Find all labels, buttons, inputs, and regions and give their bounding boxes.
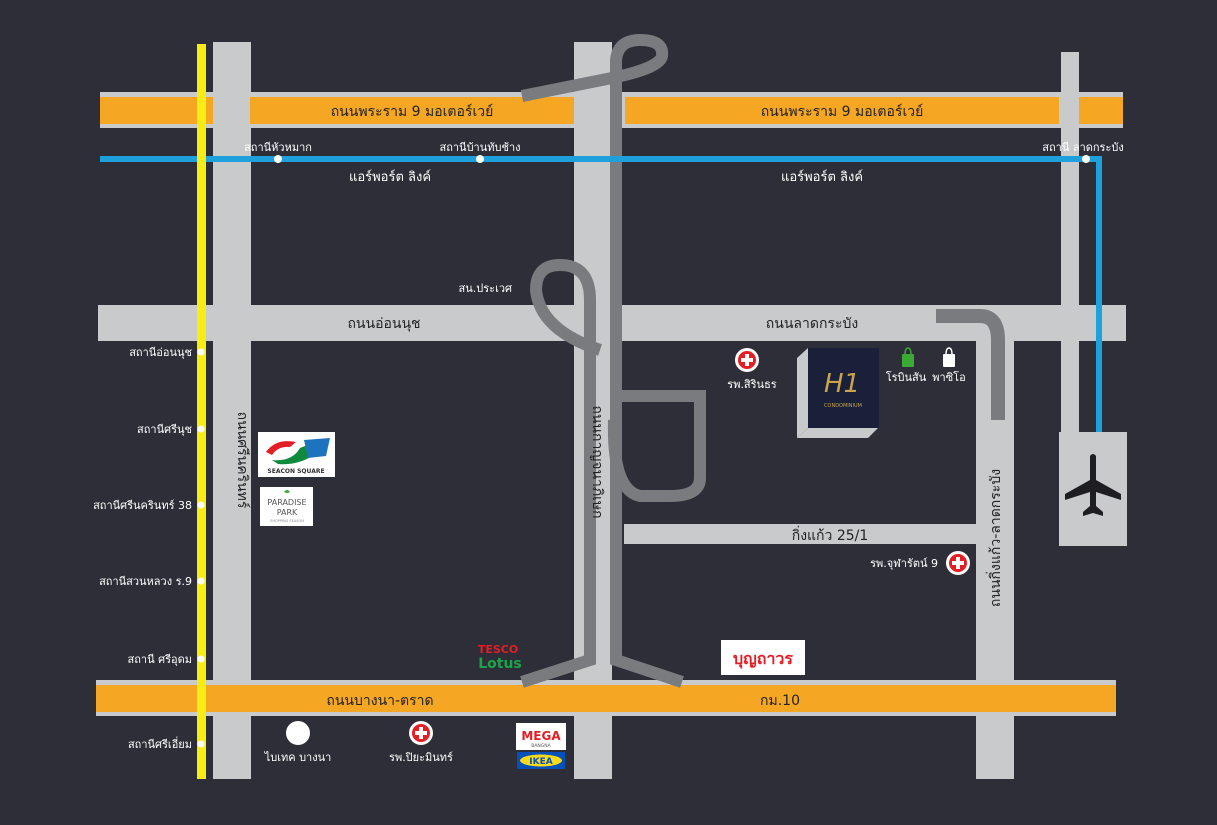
tesco-text: TESCO: [478, 643, 518, 656]
rama9-label-left: ถนนพระราม 9 มอเตอร์เวย์: [331, 103, 494, 120]
srinakarin-road-label: ถนนศรีนครินทร์: [234, 412, 251, 509]
airport-link-label-left: แอร์พอร์ต ลิงค์: [349, 169, 431, 185]
station-dot-icon: [197, 348, 205, 356]
chularat-hospital-label: รพ.จุฬารัตน์ 9: [870, 557, 938, 570]
rama9-label-right: ถนนพระราม 9 มอเตอร์เวย์: [761, 103, 924, 120]
station-lat-krabang-label: สถานี ลาดกระบัง: [1042, 141, 1123, 154]
station-si-iam-label: สถานีศรีเอี่ยม: [128, 736, 192, 751]
king-kaeo-road-label: ถนนกิ่งแก้ว-ลาดกระบัง: [986, 469, 1004, 607]
station-dot-icon: [197, 425, 205, 433]
bangna-trat-road-label: ถนนบางนา-ตราด: [326, 693, 433, 709]
bitec-icon: [286, 721, 310, 745]
paradise-text-1: PARADISE: [267, 498, 306, 507]
seacon-text: SEACON SQUARE: [267, 468, 324, 475]
station-srinakarin-38-label: สถานีศรีนครินทร์ 38: [93, 499, 192, 512]
ikea-text: IKEA: [529, 757, 552, 767]
paradise-text-2: PARK: [277, 508, 298, 517]
station-si-udom-label: สถานี ศรีอุดม: [128, 653, 192, 666]
station-hua-mak-label: สถานีหัวหมาก: [244, 141, 312, 154]
condo-building: H1 CONDOMINIUM: [797, 348, 879, 438]
mega-subtext: BANGNA: [531, 743, 551, 749]
seacon-square-logo: SEACON SQUARE: [258, 432, 335, 477]
km10-label: กม.10: [760, 693, 800, 709]
king-kaeo-25-road: [624, 524, 977, 544]
lat-krabang-road-label: ถนนลาดกระบัง: [766, 316, 858, 332]
mega-bangna-logo: MEGA BANGNA: [516, 723, 566, 750]
kanchanaphisek-road-label: ถนนกาญจนาภิเษก: [589, 405, 605, 518]
bangna-segment: [96, 685, 1116, 712]
robinson-label: โรบินสัน: [886, 370, 927, 384]
condo-logo-name: CONDOMINIUM: [824, 403, 862, 409]
piyamin-hospital-label: รพ.ปิยะมินทร์: [389, 751, 453, 764]
sirinthorn-hospital-label: รพ.สิรินธร: [727, 378, 777, 391]
rama9-expressway-right: [625, 97, 1059, 124]
lotus-text: Lotus: [478, 656, 522, 672]
red-cross-icon: [946, 551, 970, 575]
station-si-nut-label: สถานีศรีนุช: [137, 423, 192, 436]
shopping-bag-icon: [943, 347, 955, 367]
paradise-park-logo: PARADISE PARK SHOPPING SEASON: [260, 487, 313, 526]
red-cross-icon: [409, 721, 433, 745]
station-dot-icon: [1082, 155, 1090, 163]
airport-access-road: [1061, 52, 1079, 432]
station-dot-icon: [197, 655, 205, 663]
police-station-label: สน.ประเวศ: [459, 282, 512, 295]
station-on-nut-label: สถานีอ่อนนุช: [129, 346, 192, 359]
airplane-icon: [1065, 454, 1121, 516]
bitec-label: ไบเทค บางนา: [264, 751, 332, 764]
station-dot-icon: [274, 155, 282, 163]
rama9-expressway-end: [1079, 97, 1123, 124]
bts-station-dots: [197, 348, 205, 748]
red-cross-icon: [735, 348, 759, 372]
station-dot-icon: [476, 155, 484, 163]
paseo-label: พาซิโอ: [932, 370, 965, 384]
king-kaeo-25-label: กิ่งแก้ว 25/1: [792, 526, 869, 544]
ring-road: [520, 33, 706, 688]
paradise-subtext: SHOPPING SEASON: [270, 519, 304, 523]
boonthavorn-logo: บุญถาวร: [721, 640, 805, 675]
shopping-bag-icon: [902, 347, 914, 367]
station-ban-thap-chang-label: สถานีบ้านทับช้าง: [440, 141, 521, 154]
on-nut-road-label: ถนนอ่อนนุช: [347, 316, 420, 332]
station-dot-icon: [197, 577, 205, 585]
boonthavorn-text: บุญถาวร: [733, 649, 793, 669]
station-dot-icon: [197, 740, 205, 748]
airport-link-label-right: แอร์พอร์ต ลิงค์: [781, 169, 863, 185]
station-suan-luang-label: สถานีสวนหลวง ร.9: [99, 575, 192, 588]
condo-logo-mark: H1: [824, 369, 860, 399]
srinakarin-road: [213, 42, 251, 779]
bts-yellow-line: [197, 44, 206, 779]
rama9-segment: [250, 97, 574, 124]
tesco-lotus-logo: TESCO Lotus: [478, 643, 522, 672]
mega-text: MEGA: [521, 729, 561, 743]
lat-krabang-ramp: [936, 309, 1005, 420]
ikea-logo: IKEA: [517, 752, 565, 769]
station-dot-icon: [197, 501, 205, 509]
airport-link-line: [100, 156, 1102, 434]
